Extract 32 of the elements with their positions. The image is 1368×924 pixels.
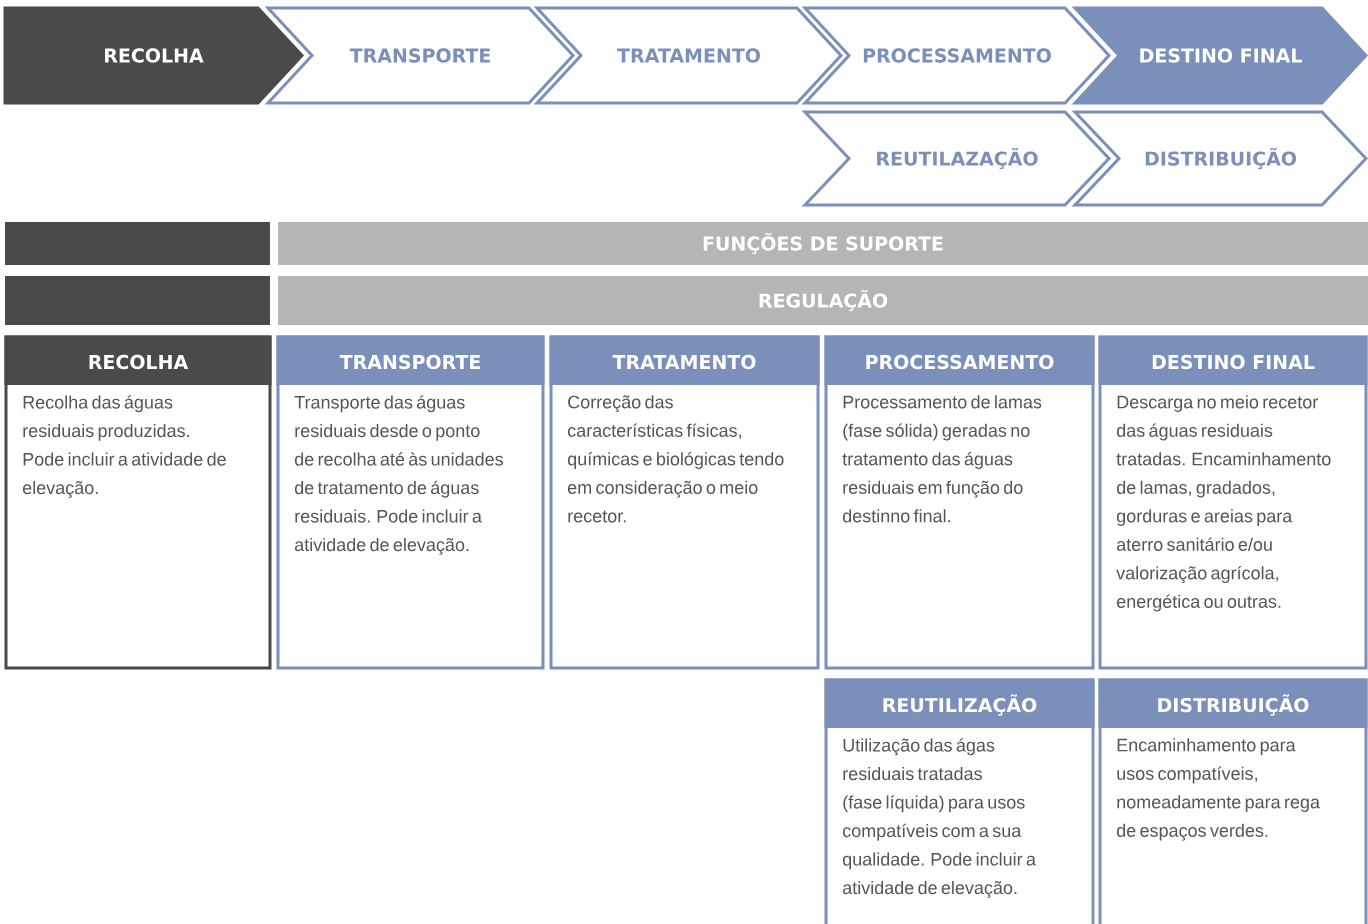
step-box: PROCESSAMENTO bbox=[801, 6, 1112, 105]
card-text: Descarga no meio recetor das águas residuais tratadas. Encaminhamento de lamas, gradados, gorduras e areias para aterro sanitário e/ou valorização agrícola, energética ou outras. bbox=[1116, 395, 1331, 612]
card-text: Transporte das águas residuais desde o ponto de recolha até às unidades de tratamento de águas residuais. Pode incluir a atividade de elevação. bbox=[294, 395, 503, 555]
step-box: DESTINO FINAL bbox=[1071, 6, 1368, 105]
card-heading: RECOLHA bbox=[89, 354, 189, 370]
card bbox=[824, 678, 1095, 924]
card-heading: TRANSPORTE bbox=[339, 354, 480, 370]
card-heading: DESTINO FINAL bbox=[1152, 354, 1315, 370]
step-box: RECOLHA bbox=[3, 6, 305, 105]
card-heading: DISTRIBUIÇÃO bbox=[1158, 694, 1309, 716]
card-text: Processamento de lamas (fase sólida) geradas no tratamento das águas residuais em função do destinno final. bbox=[842, 395, 1042, 523]
step-box: TRANSPORTE bbox=[264, 6, 576, 105]
card-heading: REUTILIZAÇÃO bbox=[883, 694, 1037, 716]
card bbox=[1098, 678, 1368, 924]
card bbox=[824, 335, 1095, 670]
band bbox=[5, 222, 270, 265]
card-heading: TRATAMENTO bbox=[612, 354, 756, 370]
card-text: Correção das características físicas, químicas e biológicas tendo em consideração o meio recetor. bbox=[567, 395, 784, 523]
card bbox=[4, 335, 272, 670]
step-box: DISTRIBUIÇÃO bbox=[1071, 110, 1368, 207]
band: FUNÇÕES DE SUPORTE bbox=[278, 222, 1368, 265]
card-text: Utilização das ágas residuais tratadas (fase líquida) para usos compatíveis com a sua qualidade. Pode incluir a atividade de elevação. bbox=[842, 738, 1036, 898]
card-heading: PROCESSAMENTO bbox=[866, 354, 1054, 370]
card-text: Recolha das águas residuais produzidas. Pode incluir a atividade de elevação. bbox=[22, 395, 226, 498]
step-box: REUTILAZAÇÃO bbox=[801, 110, 1112, 207]
step-box: TRATAMENTO bbox=[533, 6, 844, 105]
card-text: Encaminhamento para usos compatíveis, nomeadamente para rega de espaços verdes. bbox=[1116, 738, 1320, 841]
card bbox=[276, 335, 545, 670]
band: REGULAÇÃO bbox=[278, 276, 1368, 325]
card bbox=[549, 335, 820, 670]
card bbox=[1098, 335, 1368, 670]
band bbox=[5, 276, 270, 325]
